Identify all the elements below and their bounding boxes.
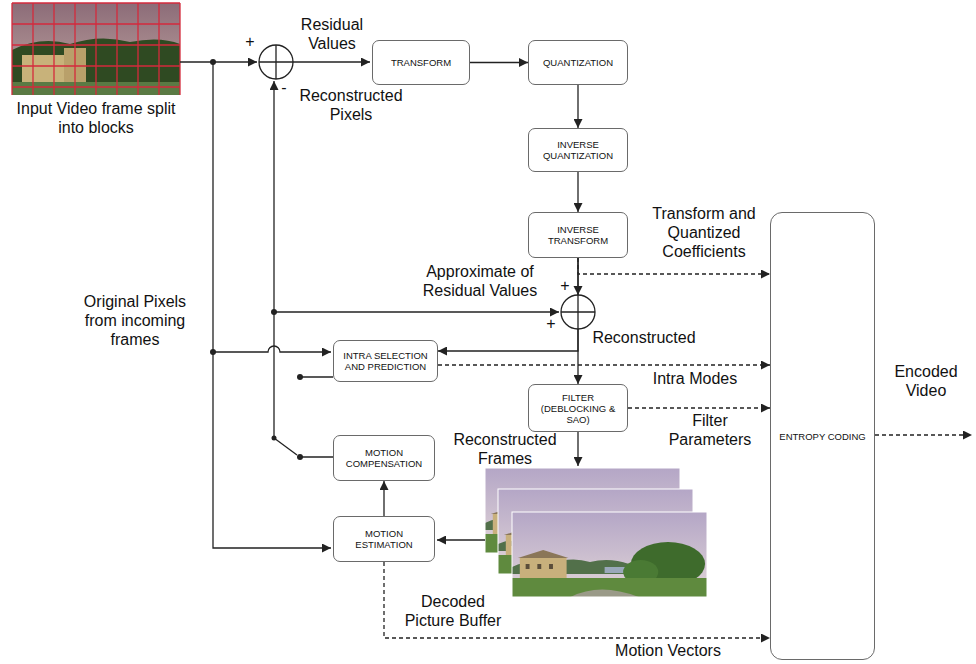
flow-label: Reconstructed Pixels: [290, 86, 412, 124]
process-box: QUANTIZATION: [528, 40, 628, 85]
flow-label: Encoded Video: [880, 362, 972, 400]
data-flow-dashed: [438, 364, 770, 365]
output-wire: [875, 434, 972, 435]
wire: [213, 62, 331, 548]
edge-label: Transform and Quantized Coefficients: [636, 204, 772, 261]
wire: [274, 311, 559, 312]
box-label: QUANTIZATION: [543, 57, 613, 68]
process-box: MOTION ESTIMATION: [333, 516, 435, 562]
box-label: ENTROPY CODING: [779, 431, 865, 442]
data-flow-dashed: [578, 258, 770, 274]
flow-label: Input Video frame split into blocks: [8, 99, 184, 137]
wire: [213, 346, 331, 352]
decoded-frames: [485, 468, 707, 597]
junction-dots: [210, 59, 303, 460]
switch-blade: [274, 438, 297, 455]
flow-label: +: [243, 32, 257, 51]
wire: [300, 456, 333, 457]
data-flow-dashed: [384, 562, 770, 638]
wire: [180, 61, 257, 62]
flow-label: Reconstructed Frames: [438, 430, 572, 468]
edge-label: Motion Vectors: [598, 641, 738, 660]
wire: [273, 81, 274, 438]
wire: [437, 539, 485, 540]
edge-label: Filter Parameters: [655, 411, 765, 449]
flow-label: Approximate of Residual Values: [405, 262, 555, 300]
process-box: FILTER (DEBLOCKING & SAO): [528, 384, 628, 432]
box-label: INVERSE QUANTIZATION: [533, 139, 623, 161]
wire: [293, 61, 370, 62]
process-box: INTRA SELECTION AND PREDICTION: [333, 340, 438, 382]
process-box: TRANSFORM: [372, 40, 470, 85]
box-label: TRANSFORM: [391, 57, 451, 68]
signal-arrow: [383, 481, 384, 516]
data-flow-dashed: [628, 407, 770, 408]
flow-label: Reconstructed: [584, 328, 704, 347]
box-label: MOTION COMPENSATION: [338, 447, 430, 469]
box-label: INVERSE TRANSFORM: [533, 224, 623, 246]
box-label: MOTION ESTIMATION: [338, 528, 430, 550]
flow-label: -: [279, 78, 289, 97]
signal-arrow: [470, 62, 528, 63]
box-label: FILTER (DEBLOCKING & SAO): [533, 392, 623, 425]
summing-junction: [259, 45, 293, 79]
wire: [577, 432, 578, 466]
flow-label: Decoded Picture Buffer: [398, 592, 508, 630]
process-box: MOTION COMPENSATION: [333, 435, 435, 481]
signal-arrow: [577, 85, 578, 128]
flow-label: Original Pixels from incoming frames: [70, 292, 200, 349]
process-box: INVERSE TRANSFORM: [528, 212, 628, 258]
coder-box: ENTROPY CODING: [770, 212, 875, 660]
wire: [300, 376, 333, 377]
input-frame: [12, 3, 180, 95]
edge-label: Intra Modes: [640, 369, 750, 388]
flow-label: +: [558, 276, 572, 295]
flow-label: +: [544, 314, 558, 333]
flow-label: Residual Values: [290, 15, 374, 53]
process-box: INVERSE QUANTIZATION: [528, 128, 628, 172]
signal-arrow: [577, 172, 578, 212]
box-label: INTRA SELECTION AND PREDICTION: [338, 350, 433, 372]
